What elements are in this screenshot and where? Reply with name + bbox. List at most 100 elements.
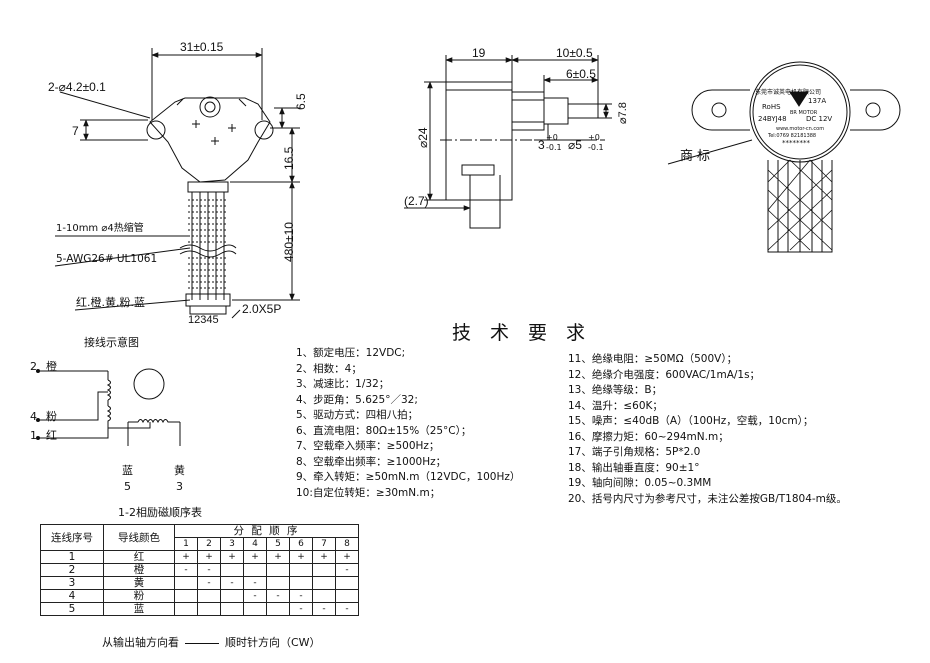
rotation-note-left: 从输出轴方向看 (102, 636, 179, 649)
pin-numbers: 12345 (188, 314, 219, 326)
wire-color-cell: 黄 (103, 576, 175, 590)
height-6-5-dimension: 6.5 (294, 93, 308, 110)
spec-list-left: 1、额定电压：12VDC;2、相数：4；3、减速比：1/32；4、步距角：5.6… (296, 346, 520, 501)
sequence-cell (289, 576, 313, 590)
shaft-5-tolerance-upper: +0 (588, 133, 600, 142)
step-number: 7 (312, 537, 336, 551)
wire-color-note: 红.橙.黄.粉.蓝 (76, 296, 145, 309)
hole-dimension: 2-⌀4.2±0.1 (48, 80, 106, 94)
spec-title: 技术要求 (452, 322, 605, 344)
length-19-dimension: 19 (472, 46, 486, 60)
connector-spec: 2.0X5P (242, 302, 282, 316)
sequence-cell: - (266, 589, 290, 603)
sequence-cell (266, 576, 290, 590)
step-number: 4 (243, 537, 267, 551)
trademark-label: 商标 (680, 149, 715, 164)
wiring-diagram (36, 368, 181, 446)
line-number-cell: 1 (40, 550, 104, 564)
sequence-cell (312, 576, 336, 590)
wire-color-cell: 红 (103, 550, 175, 564)
spec-item: 18、输出轴垂直度：90±1° (568, 461, 700, 474)
sequence-cell (243, 602, 267, 616)
front-view-dimensions (54, 48, 300, 319)
flat-3-tolerance-upper: +0 (546, 133, 558, 142)
height-7-dimension: 7 (72, 124, 79, 138)
side-view-dimensions (404, 55, 612, 211)
sequence-cell: - (289, 602, 313, 616)
step-number: 1 (174, 537, 198, 551)
sequence-cell: + (220, 550, 244, 564)
spec-item: 4、步距角：5.625°／32; (296, 393, 418, 406)
company-name: 东莞市诚英电机有限公司 (755, 89, 822, 96)
sequence-cell (220, 563, 244, 577)
spec-item: 11、绝缘电阻：≥50MΩ（500V）； (568, 353, 738, 365)
rotation-note-line (185, 642, 219, 644)
spec-item: 8、空载牵出频率：≥1000Hz； (296, 455, 447, 468)
height-16-5-dimension: 16.5 (282, 146, 296, 170)
line-number-cell: 4 (40, 589, 104, 603)
sequence-cell: - (312, 602, 336, 616)
spec-list-right: 11、绝缘电阻：≥50MΩ（500V）； 12、绝缘介电强度：600VAC/1mA… (568, 352, 847, 507)
serial-stars: ******** (782, 139, 810, 147)
sequence-cell: - (197, 576, 221, 590)
spec-item: 16、摩擦力矩：60~294mN.m； (568, 430, 729, 443)
spec-item: 1、额定电压：12VDC; (296, 347, 406, 359)
wire-spec-note: 5-AWG26# UL1061 (56, 253, 158, 265)
column-header-sequence: 分 配 顺 序 (174, 524, 359, 538)
wire-color-cell: 橙 (103, 563, 175, 577)
wire-3-color: 黄 (174, 464, 185, 477)
sequence-cell (174, 576, 198, 590)
rohs-mark: RoHS (762, 103, 781, 111)
spec-item: 6、直流电阻：80Ω±15%（25°C）； (296, 424, 472, 437)
sequence-cell (174, 589, 198, 603)
sequence-cell (197, 602, 221, 616)
wire-5-color: 蓝 (122, 464, 133, 477)
wire-color-cell: 粉 (103, 589, 175, 603)
sequence-cell (266, 563, 290, 577)
wire-2-color: 橙 (46, 360, 57, 373)
spec-item: 13、绝缘等级：B； (568, 384, 663, 396)
column-header-line-no: 连线序号 (40, 524, 104, 551)
spec-item: 7、空载牵入频率：≥500Hz； (296, 440, 440, 452)
spec-item: 12、绝缘介电强度：600VAC/1mA/1s； (568, 368, 761, 381)
offset-2-7-dimension: (2.7) (404, 194, 429, 208)
wiring-title: 接线示意图 (84, 336, 139, 349)
sequence-cell (266, 602, 290, 616)
sequence-cell (289, 563, 313, 577)
step-number: 8 (335, 537, 359, 551)
table-header-row: 连线序号导线颜色分 配 顺 序 (40, 524, 359, 551)
sequence-cell (312, 563, 336, 577)
step-number: 6 (289, 537, 313, 551)
sequence-table-title: 1-2相励磁顺序表 (118, 506, 202, 519)
sequence-cell (197, 589, 221, 603)
length-10-dimension: 10±0.5 (556, 46, 593, 60)
badge-137a: 137A (808, 97, 827, 105)
sequence-cell: - (335, 563, 359, 577)
sequence-cell: + (243, 550, 267, 564)
rotation-note: 从输出轴方向看顺时针方向（CW） (102, 634, 321, 650)
spec-item: 2、相数：4； (296, 362, 362, 375)
sequence-cell: - (335, 602, 359, 616)
sequence-cell: + (335, 550, 359, 564)
sequence-cell: + (174, 550, 198, 564)
spec-item: 5、驱动方式：四相八拍； (296, 409, 419, 421)
front-view-outline (146, 96, 274, 315)
label-view-outline (667, 61, 901, 253)
sequence-cell: - (289, 589, 313, 603)
flat-3-tolerance-lower: -0.1 (546, 143, 562, 152)
diameter-7-8-dimension: ⌀7.8 (617, 102, 629, 124)
spec-item: 17、端子引角规格：5P*2.0 (568, 446, 701, 458)
sequence-cell (220, 589, 244, 603)
sequence-cell (243, 563, 267, 577)
line-number-cell: 2 (40, 563, 104, 577)
sequence-cell (220, 602, 244, 616)
website: www.motor-cn.com (776, 126, 825, 132)
shaft-5-tolerance-lower: -0.1 (588, 143, 604, 152)
sequence-cell: - (243, 576, 267, 590)
